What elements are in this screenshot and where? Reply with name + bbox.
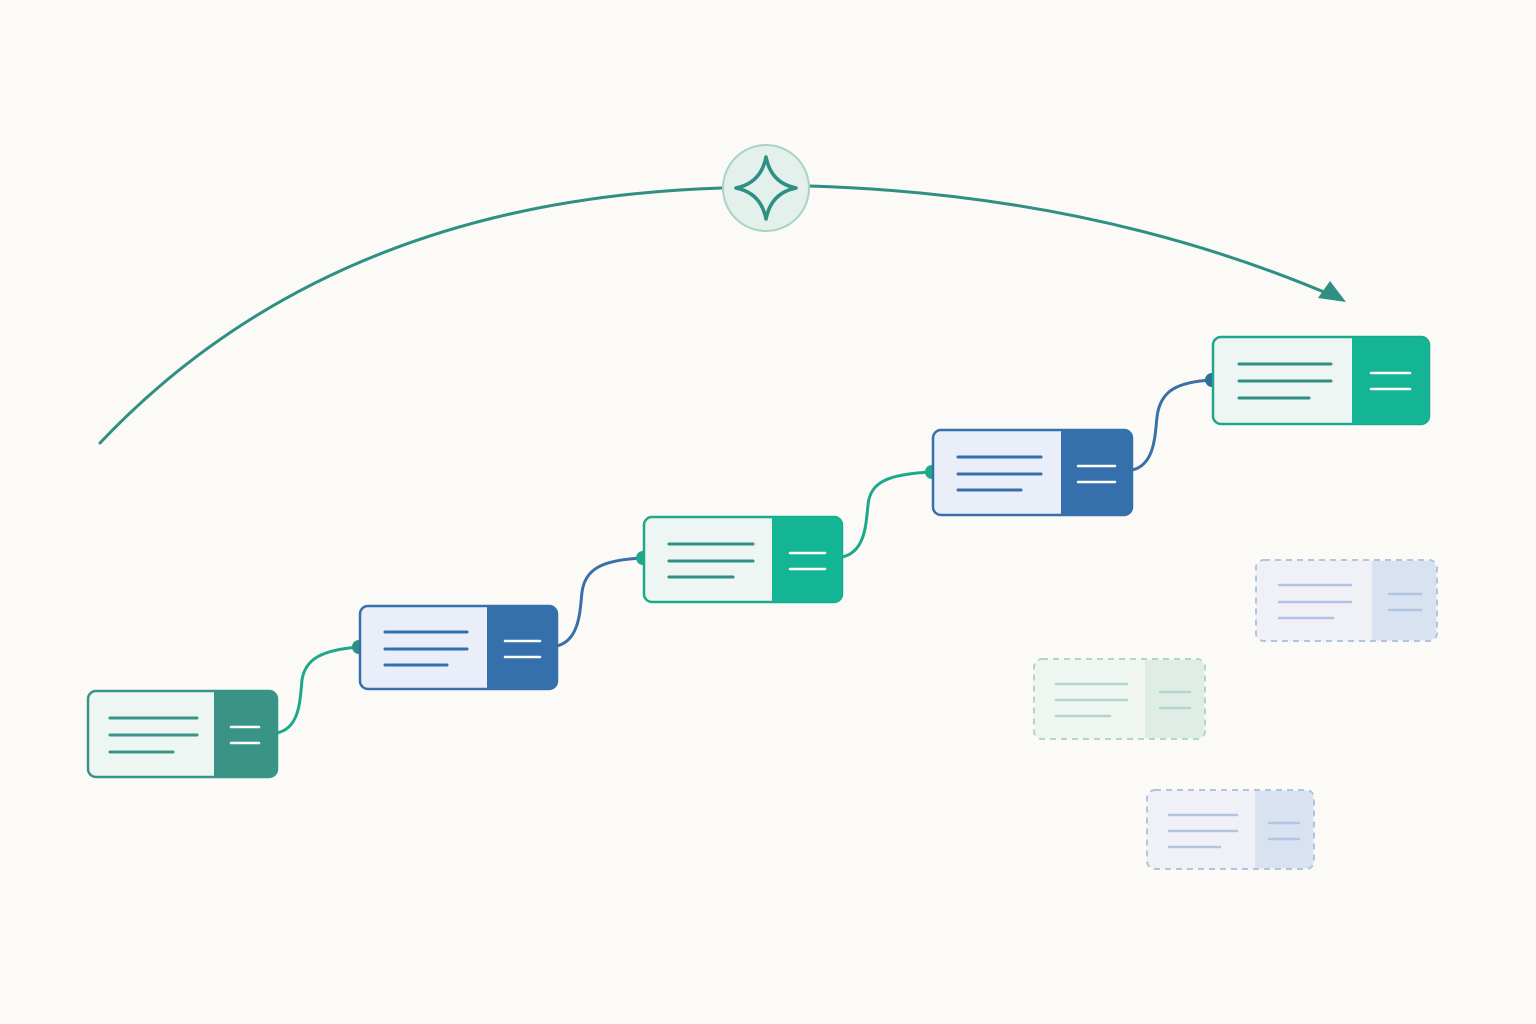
step-card-1 — [86, 689, 279, 779]
text-lines — [1277, 583, 1353, 620]
star-badge-circle — [722, 144, 810, 232]
menu-lines-icon — [788, 551, 827, 571]
ghost-card-1 — [1255, 559, 1438, 642]
menu-lines-icon — [229, 725, 261, 745]
arrowhead-icon — [1318, 281, 1346, 302]
text-lines — [383, 630, 469, 667]
menu-lines-icon — [1369, 371, 1412, 391]
menu-lines-icon — [503, 639, 542, 659]
connector-4-5 — [1131, 378, 1213, 472]
text-lines — [1237, 362, 1333, 400]
text-lines — [667, 542, 755, 579]
menu-lines-icon — [1387, 592, 1423, 612]
menu-lines-icon — [1158, 690, 1192, 710]
arc-line — [98, 184, 1340, 445]
four-point-star-icon — [734, 155, 798, 221]
connector-1-2 — [276, 645, 360, 735]
menu-lines-icon — [1076, 464, 1117, 484]
connector-2-3 — [556, 556, 644, 648]
menu-lines-icon — [1267, 821, 1301, 841]
text-lines — [1167, 813, 1239, 849]
overarching-arc — [98, 184, 1346, 445]
text-lines — [1054, 682, 1129, 718]
step-card-5 — [1211, 335, 1431, 426]
ghost-card-3 — [1146, 789, 1315, 870]
step-card-4 — [931, 428, 1134, 517]
text-lines — [108, 716, 199, 754]
text-lines — [956, 455, 1043, 492]
connector-3-4 — [841, 470, 933, 559]
step-card-3 — [642, 515, 844, 604]
ghost-card-2 — [1033, 658, 1206, 740]
star-badge — [722, 144, 810, 232]
step-card-2 — [358, 604, 559, 691]
